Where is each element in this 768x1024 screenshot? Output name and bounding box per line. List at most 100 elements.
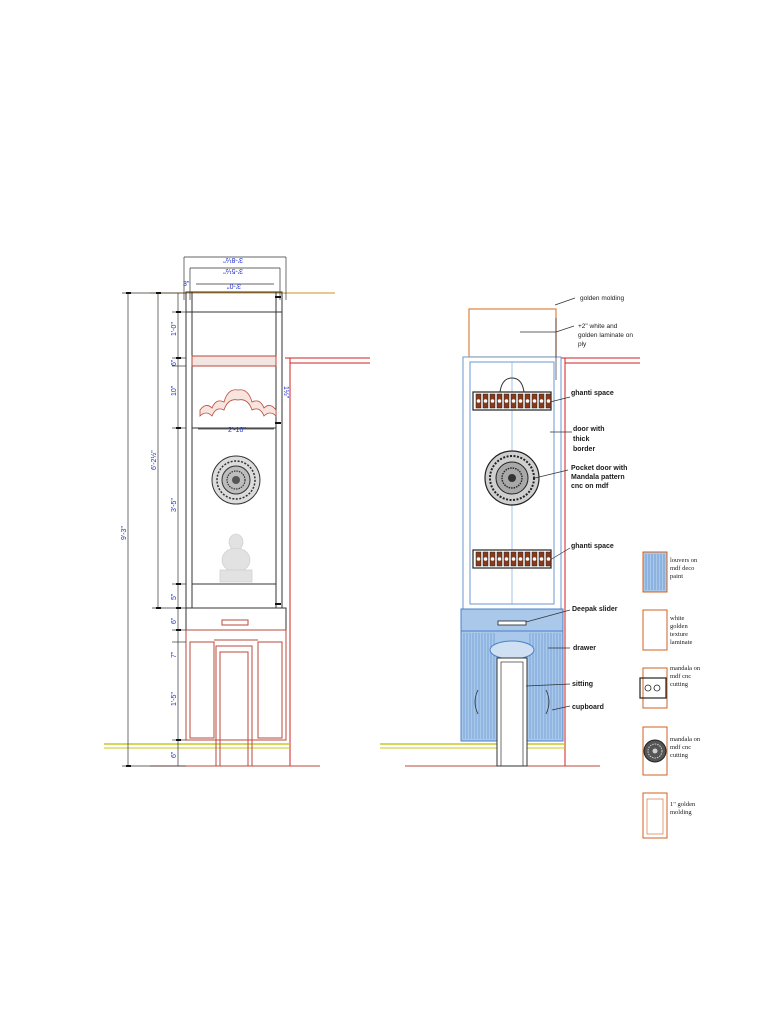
ghanti-bell-dot	[532, 399, 537, 403]
text-line: cnc on mdf	[571, 483, 609, 490]
dim-v-5: 5"	[171, 593, 178, 600]
left-dimension-ticks	[126, 292, 281, 767]
left-dimension-lines	[122, 256, 287, 767]
ghanti-bell-dot	[546, 557, 551, 561]
left-mandala	[211, 455, 261, 505]
right-arch-motif	[499, 377, 525, 393]
idol-silhouette	[219, 533, 253, 583]
text-line: louvers on	[670, 557, 698, 564]
callout-ghanti-space-top: ghanti space	[571, 390, 614, 397]
ghanti-bell-dot	[483, 557, 488, 561]
text-line: cutting	[670, 681, 689, 688]
ghanti-bell-dot	[504, 557, 509, 561]
dim-v-4: 3'-5"	[171, 498, 178, 512]
text-line: Pocket door with	[571, 465, 627, 472]
ghanti-bell-dot	[497, 399, 502, 403]
text-line: mandala on	[670, 736, 701, 743]
dim-v-6: 6"	[171, 617, 178, 624]
dim-v-1: 1'-0"	[171, 322, 178, 336]
left-elevation: 3'-8½" 3'-5½" 3'-0" 3" 2'-10" 9'-3" 6'-2…	[104, 256, 370, 767]
dim-top-3: 3'-0"	[227, 282, 241, 289]
left-wall-lines	[285, 357, 370, 766]
sitting-opening-inner	[500, 661, 524, 767]
dim-v-8: 1'-5"	[171, 692, 178, 706]
text-line: golden	[670, 623, 688, 630]
ghanti-bell-dot	[511, 399, 516, 403]
cupboard-right-handle	[545, 689, 550, 715]
lower-cabinet	[460, 608, 564, 767]
text-line: mdf cnc	[670, 673, 691, 680]
dim-top-1: 3'-8½"	[223, 256, 243, 264]
text-line: ply	[578, 341, 587, 348]
text-line: thick	[573, 436, 589, 443]
ghanti-bell-dot	[476, 557, 481, 561]
ghanti-bell-dot	[518, 557, 523, 561]
dim-upper-height: 6'-2½"	[150, 450, 158, 470]
text-line: golden laminate on	[578, 332, 633, 339]
right-floor-lines	[380, 743, 600, 767]
text-line: texture	[670, 631, 688, 638]
ghanti-bell-dot	[539, 557, 544, 561]
deepak-slider-bar	[497, 620, 527, 626]
left-arch-motif	[199, 389, 277, 417]
text-line: laminate	[670, 639, 692, 646]
dim-v-7: 7"	[171, 651, 178, 658]
dim-v-9: 6"	[171, 751, 178, 758]
ghanti-bell-dot	[511, 557, 516, 561]
deepak-slider-panel	[460, 608, 564, 632]
callout-golden-molding: golden molding	[580, 295, 624, 302]
sitting-arch	[489, 640, 535, 660]
text-line: Mandala pattern	[571, 474, 625, 481]
ghanti-bell-dot	[504, 399, 509, 403]
sitting-opening	[496, 657, 528, 767]
top-laminate-box	[468, 308, 557, 358]
text-line: border	[573, 446, 595, 453]
ghanti-bell-dot	[497, 557, 502, 561]
dim-v-2: 6"	[171, 359, 178, 366]
callout-drawer: drawer	[573, 645, 596, 652]
ghanti-bell-dot	[490, 399, 495, 403]
text-line: mdf cnc	[670, 744, 691, 751]
callout-ghanti-space-bottom: ghanti space	[571, 543, 614, 550]
text-line: white	[670, 615, 685, 622]
ghanti-bell-dot	[546, 399, 551, 403]
right-wall-lines	[560, 357, 640, 766]
dim-v-3: 10"	[171, 385, 178, 396]
callout-deepak-slider: Deepak slider	[572, 606, 618, 613]
left-lower-cabinet	[185, 607, 287, 767]
ghanti-bell-dot	[525, 399, 530, 403]
text-line: molding	[670, 809, 692, 816]
ghanti-bell-dot	[483, 399, 488, 403]
ghanti-bell-dot	[539, 399, 544, 403]
left-top-band	[191, 355, 277, 367]
ghanti-bell-dot	[476, 399, 481, 403]
dim-top-small: 3"	[183, 281, 190, 288]
dim-side: 1½"	[282, 386, 290, 399]
text-line: door with	[573, 426, 605, 433]
right-mandala	[484, 450, 540, 506]
callout-cupboard: cupboard	[572, 704, 604, 711]
ghanti-bell-dot	[532, 557, 537, 561]
text-line: mdf deco	[670, 565, 694, 572]
callout-leaders	[520, 297, 576, 711]
ghanti-bell-dot	[518, 399, 523, 403]
cupboard-left-handle	[474, 689, 479, 715]
text-line: mandala on	[670, 665, 701, 672]
ghanti-band-top	[472, 391, 552, 411]
left-floor-lines	[104, 743, 320, 767]
ghanti-bell-dot	[525, 557, 530, 561]
ghanti-bell-dot	[490, 557, 495, 561]
